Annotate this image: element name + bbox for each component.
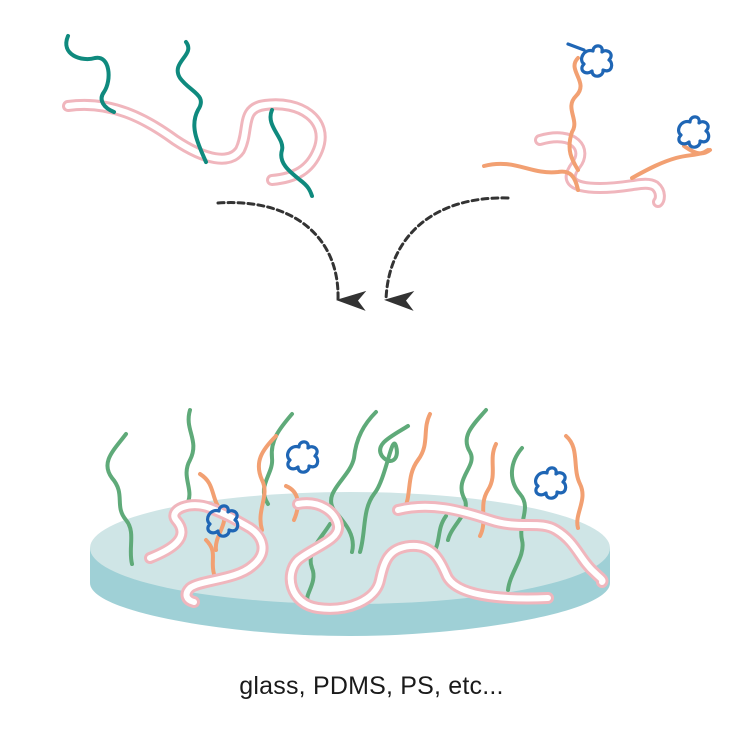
substrate-disk (90, 492, 610, 636)
backbone-right (534, 131, 666, 208)
ligand-icon (285, 440, 320, 474)
teal-side-chains (64, 34, 314, 198)
dashed-curved-arrow-icon (384, 196, 510, 311)
polymer-orange-chains (482, 42, 712, 208)
surface-backbone (144, 497, 609, 615)
arrows (216, 196, 510, 311)
substrate-caption: glass, PDMS, PS, etc... (239, 672, 504, 700)
polymer-teal-chains (62, 34, 327, 198)
dashed-curved-arrow-icon (216, 201, 367, 311)
ligand-icon (676, 115, 711, 149)
ligand-icon (533, 466, 568, 500)
ligand-icon (579, 44, 614, 78)
orange-side-chains (482, 56, 712, 192)
backbone-left (62, 98, 327, 186)
linker-stub (566, 42, 586, 52)
